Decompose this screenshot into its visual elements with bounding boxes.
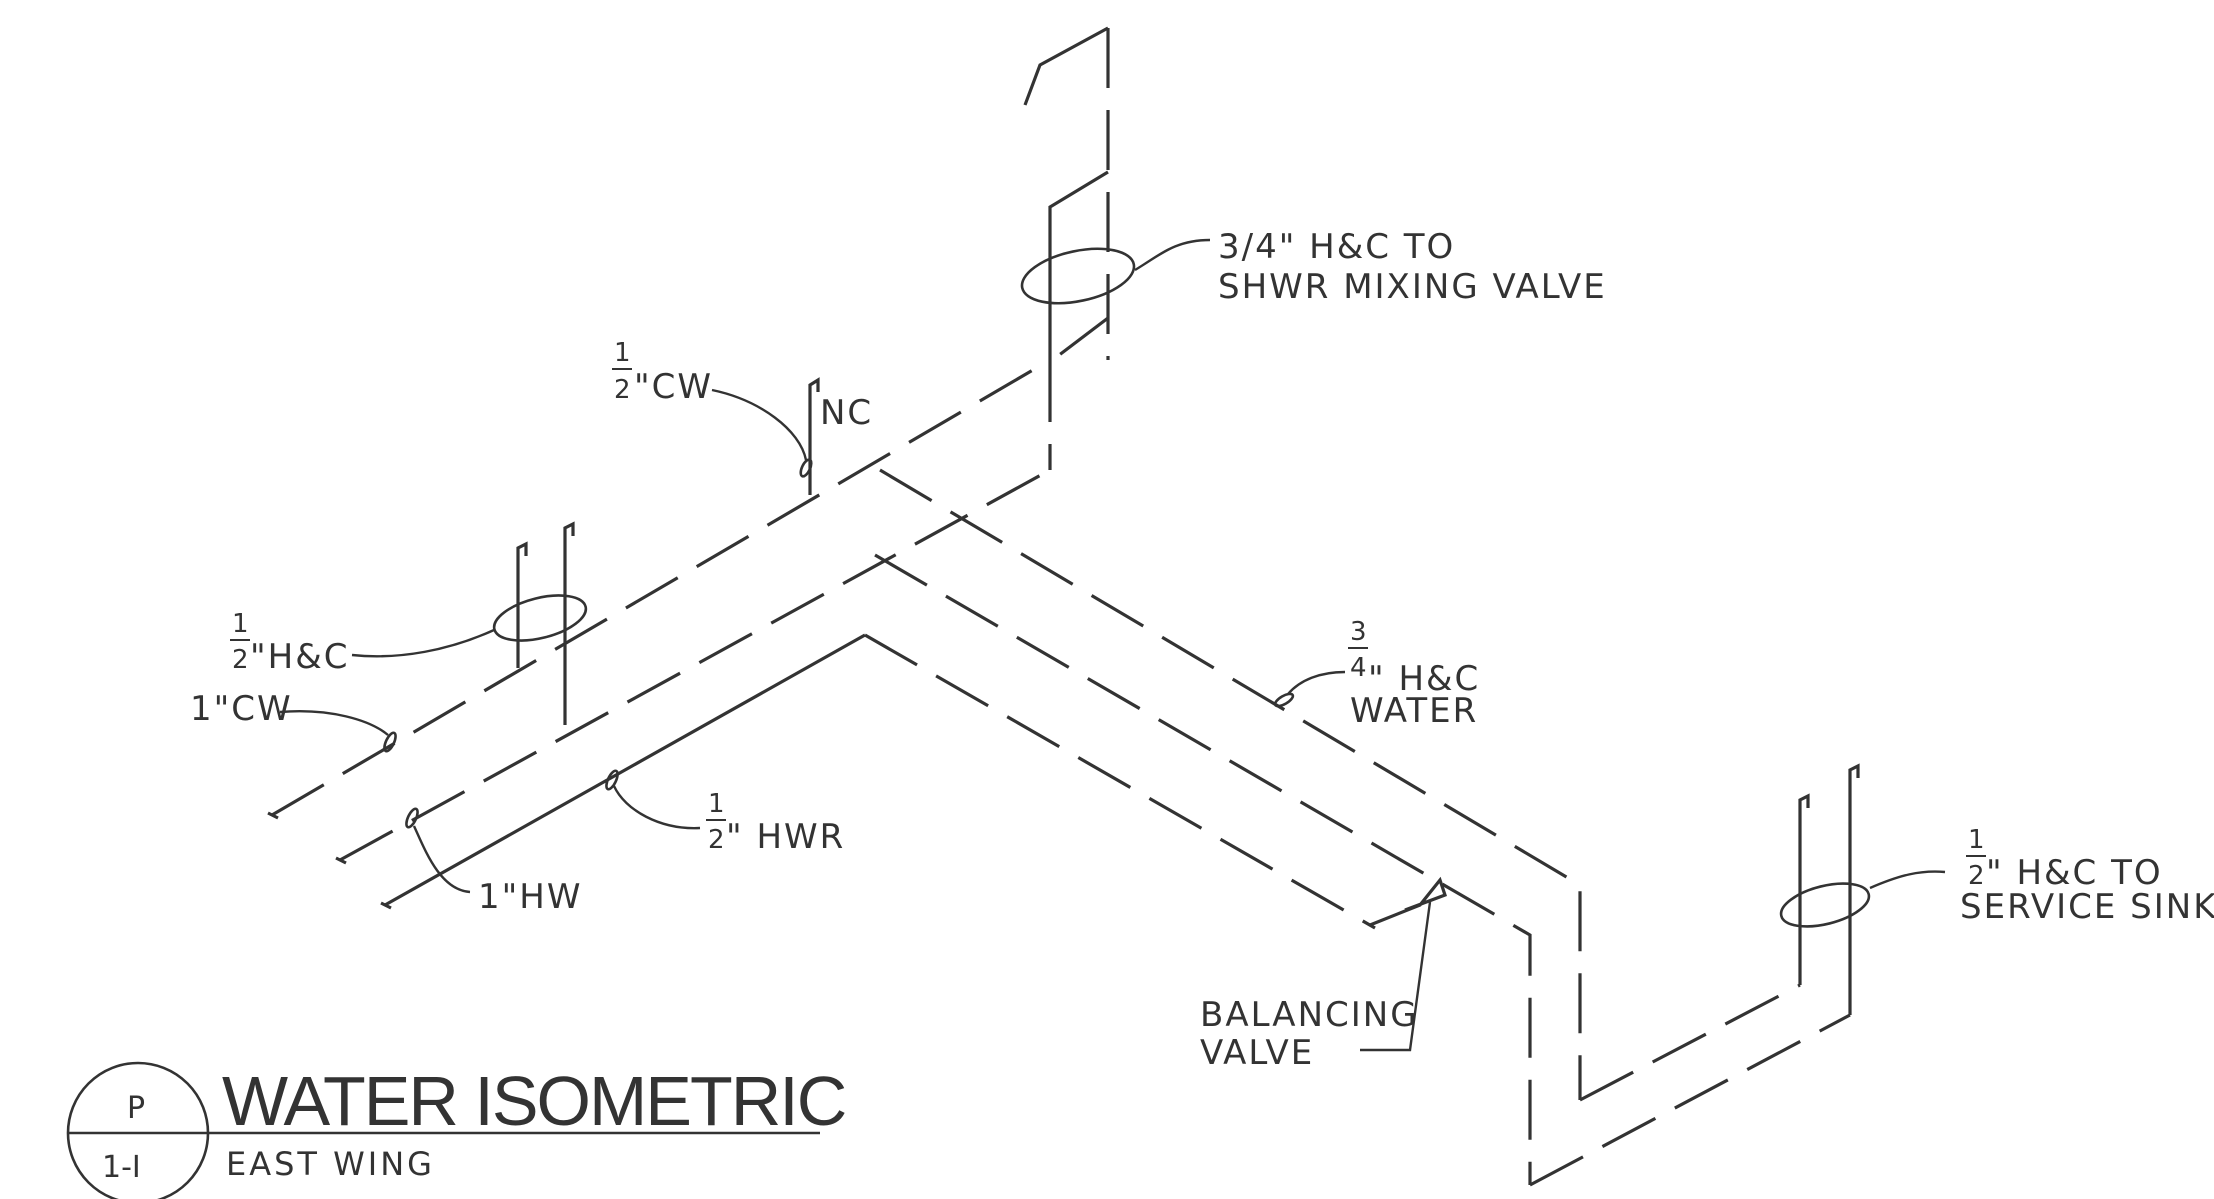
pipe-1in-cw	[271, 358, 1051, 817]
ring-sink	[1779, 882, 1871, 928]
label-sink-line2: SERVICE SINK	[1960, 887, 2214, 927]
ring-hc-half	[492, 594, 588, 642]
sink-return-lower	[1529, 1013, 1851, 1187]
marker-half-hwr	[605, 769, 619, 791]
sink-return-upper	[1579, 983, 1801, 1102]
leaders	[279, 238, 1946, 1052]
marker-nc	[799, 458, 813, 478]
fixture-stubs	[516, 377, 1860, 1015]
ring-shower	[1020, 247, 1136, 305]
leader-balancing	[1360, 901, 1432, 1052]
main-pipes	[267, 358, 1051, 910]
title-sub: EAST WING	[226, 1145, 435, 1183]
marker-1in-hw	[405, 807, 419, 829]
stub-sink-2	[1848, 763, 1860, 1015]
leader-water	[1287, 670, 1346, 695]
leader-1in-cw	[279, 710, 389, 736]
labels: 3/4" H&C TO SHWR MIXING VALVE 1 2 "CW NC…	[190, 227, 2214, 1073]
branch-3-4-upper	[879, 468, 1582, 1100]
title-bubble-top: P	[127, 1091, 145, 1126]
label-water-text: " H&C	[1368, 659, 1480, 699]
label-half-hc-num: 1	[232, 609, 249, 639]
stub-hc-1	[516, 541, 528, 668]
label-water-num: 3	[1350, 617, 1367, 647]
riser-top-bend	[1023, 26, 1109, 106]
label-half-hc-den: 2	[232, 645, 249, 675]
leader-half-hwr	[612, 785, 701, 830]
marker-3-4-water	[1273, 692, 1295, 708]
pipe-end-tick-1	[267, 811, 279, 820]
marker-1in-cw	[383, 731, 397, 753]
pipe-1in-hw	[339, 468, 1051, 862]
label-shower-line1: 3/4" H&C TO	[1218, 227, 1455, 267]
leader-half-hc	[351, 628, 495, 658]
leader-1in-hw	[412, 825, 471, 894]
label-sink-line1: " H&C TO	[1986, 853, 2163, 893]
branch-pipes	[864, 468, 1851, 1187]
label-half-cw-text: "CW	[634, 367, 713, 407]
label-half-cw-den: 2	[614, 375, 631, 405]
balancing-valve-symbol	[1369, 876, 1448, 927]
shower-riser	[1023, 26, 1110, 470]
stub-hc-2	[563, 521, 575, 725]
riser-cold-bend	[1048, 170, 1109, 362]
label-balancing-line2: VALVE	[1200, 1033, 1314, 1073]
pipe-end-tick-2	[335, 856, 347, 865]
stub-sink-1	[1798, 793, 1810, 985]
label-hwr-num: 1	[708, 789, 725, 819]
riser-link	[1049, 316, 1109, 364]
pipe-end-tick-3	[380, 901, 392, 910]
label-water-text2: WATER	[1350, 691, 1478, 731]
leader-shower	[1134, 238, 1211, 272]
label-hwr-den: 2	[708, 825, 725, 855]
label-sink-den: 2	[1968, 861, 1985, 891]
title-main: WATER ISOMETRIC	[222, 1062, 845, 1140]
label-water-den: 4	[1350, 653, 1367, 683]
stub-nc	[808, 377, 820, 495]
label-hwr-text: " HWR	[726, 817, 845, 857]
leader-half-cw	[711, 388, 808, 461]
label-half-hc-text: "H&C	[250, 637, 349, 677]
pipe-half-hwr	[384, 633, 866, 907]
label-sink-num: 1	[1968, 825, 1985, 855]
title-block: P 1-I WATER ISOMETRIC EAST WING	[66, 1061, 847, 1199]
label-half-cw-num: 1	[614, 338, 631, 368]
label-shower-line2: SHWR MIXING VALVE	[1218, 267, 1607, 307]
label-1in-hw: 1"HW	[478, 877, 582, 917]
label-nc: NC	[820, 393, 873, 433]
title-bubble-bottom: 1-I	[102, 1150, 141, 1185]
branch-3-4-lower	[874, 553, 1532, 1185]
label-1in-cw: 1"CW	[190, 689, 293, 729]
label-balancing-line1: BALANCING	[1200, 995, 1419, 1035]
leader-sink	[1869, 870, 1946, 890]
branch-hwr	[864, 633, 1376, 930]
